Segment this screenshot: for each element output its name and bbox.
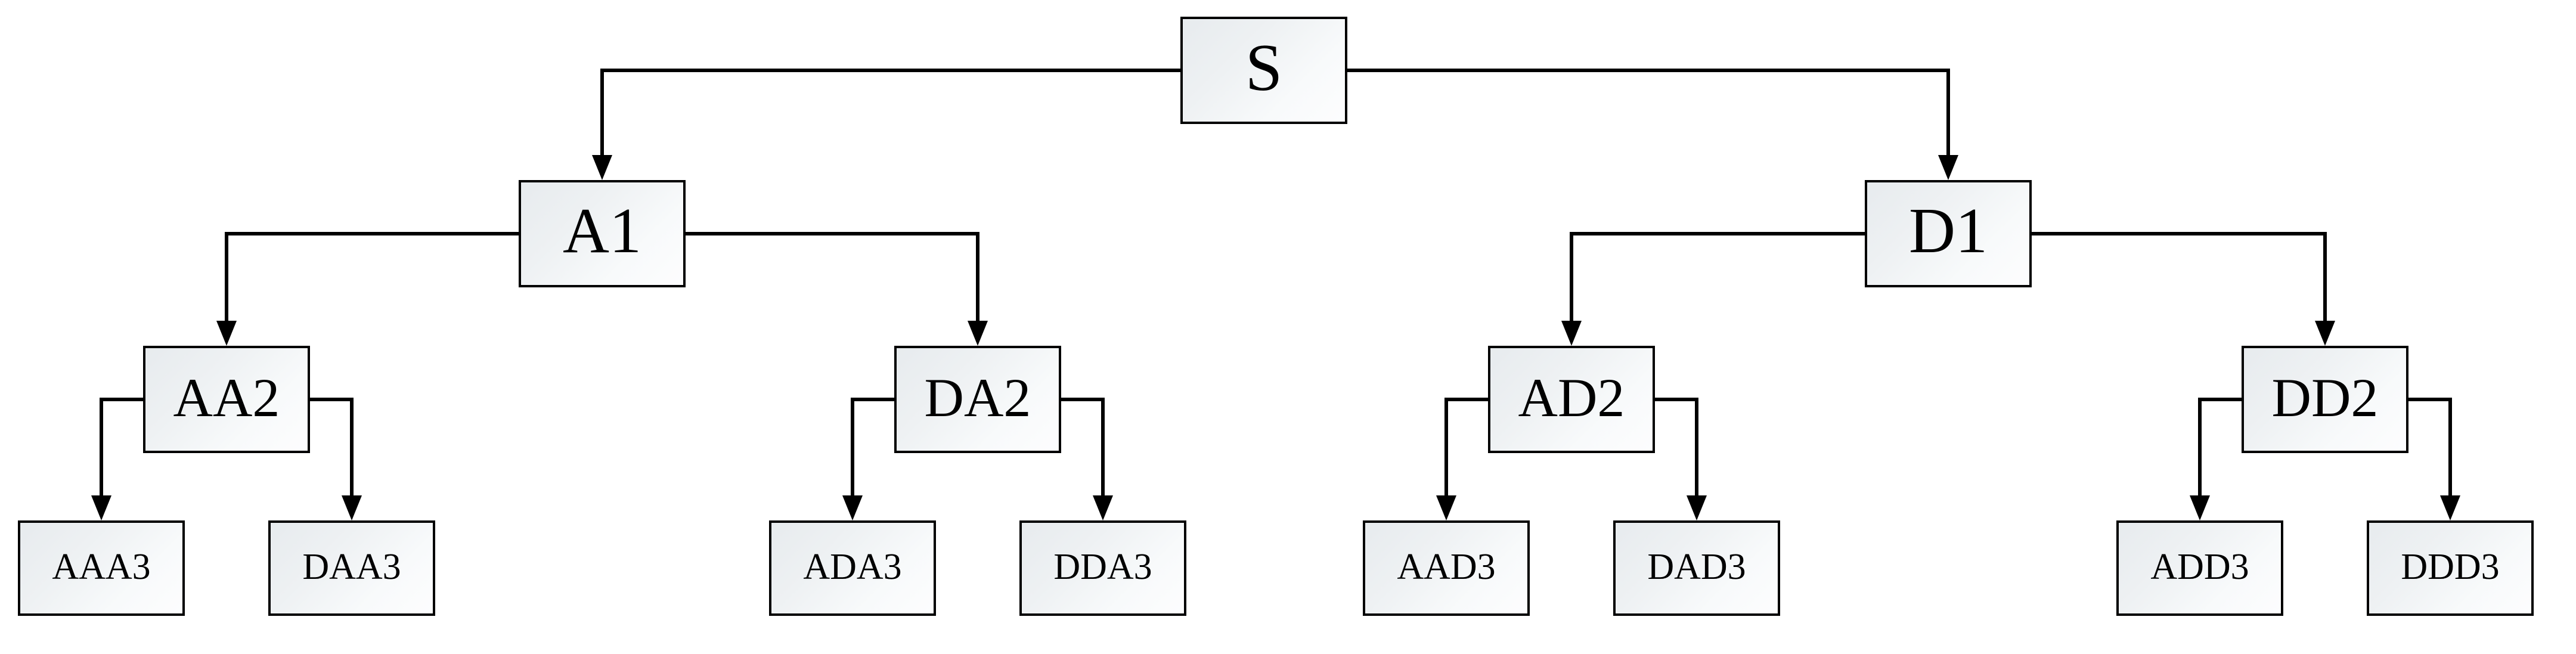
tree-node-d1[interactable]: D1 (1865, 180, 2032, 287)
tree-node-aa2[interactable]: AA2 (143, 346, 310, 453)
tree-edge-ad2-to-dad3 (1655, 398, 1707, 520)
edge-arrowhead (2190, 495, 2210, 520)
tree-node-label: ADA3 (803, 546, 902, 587)
tree-node-add3[interactable]: ADD3 (2116, 520, 2283, 616)
tree-edge-aa2-to-aaa3 (91, 398, 143, 520)
edge-arrowhead (342, 495, 362, 520)
tree-node-dd2[interactable]: DD2 (2242, 346, 2408, 453)
tree-edge-dd2-to-add3 (2190, 398, 2242, 520)
tree-edge-dd2-to-ddd3 (2408, 398, 2460, 520)
tree-node-ddd3[interactable]: DDD3 (2367, 520, 2534, 616)
tree-node-label: DD2 (2271, 367, 2379, 428)
tree-node-ad2[interactable]: AD2 (1488, 346, 1655, 453)
tree-edge-ad2-to-aad3 (1436, 398, 1488, 520)
tree-node-da2[interactable]: DA2 (894, 346, 1061, 453)
tree-edge-da2-to-dda3 (1061, 398, 1113, 520)
tree-node-a1[interactable]: A1 (519, 180, 686, 287)
edge-arrowhead (592, 155, 612, 180)
tree-node-dad3[interactable]: DAD3 (1613, 520, 1780, 616)
edge-arrowhead (1093, 495, 1113, 520)
tree-edge-aa2-to-daa3 (310, 398, 362, 520)
tree-node-label: DDD3 (2401, 546, 2500, 587)
tree-node-dda3[interactable]: DDA3 (1019, 520, 1186, 616)
tree-node-daa3[interactable]: DAA3 (268, 520, 435, 616)
tree-node-label: DDA3 (1053, 546, 1152, 587)
tree-edge-s-to-a1 (592, 69, 1180, 180)
tree-node-ada3[interactable]: ADA3 (769, 520, 936, 616)
tree-node-label: AAD3 (1397, 546, 1496, 587)
tree-node-label: DA2 (924, 367, 1031, 428)
edge-arrowhead (1938, 155, 1958, 180)
tree-node-label: AAA3 (52, 546, 151, 587)
tree-edge-a1-to-da2 (686, 232, 988, 346)
edge-arrowhead (2315, 321, 2335, 346)
tree-node-label: D1 (1909, 196, 1988, 267)
tree-edge-da2-to-ada3 (842, 398, 894, 520)
tree-node-label: AA2 (173, 367, 280, 428)
edge-arrowhead (1436, 495, 1456, 520)
edge-arrowhead (91, 495, 111, 520)
tree-node-label: A1 (563, 196, 641, 267)
tree-node-label: DAD3 (1647, 546, 1746, 587)
tree-edge-s-to-d1 (1347, 69, 1958, 180)
edge-arrowhead (1561, 321, 1582, 346)
tree-node-s[interactable]: S (1180, 17, 1347, 124)
edge-arrowhead (968, 321, 988, 346)
tree-edge-d1-to-ad2 (1561, 232, 1865, 346)
tree-edge-d1-to-dd2 (2032, 232, 2335, 346)
tree-node-label: ADD3 (2150, 546, 2249, 587)
tree-node-label: DAA3 (302, 546, 401, 587)
edge-arrowhead (2440, 495, 2460, 520)
tree-edge-a1-to-aa2 (216, 232, 519, 346)
edge-arrowhead (216, 321, 237, 346)
edge-arrowhead (842, 495, 863, 520)
tree-node-label: AD2 (1518, 367, 1625, 428)
edge-arrowhead (1687, 495, 1707, 520)
tree-node-label: S (1245, 31, 1283, 106)
tree-node-aad3[interactable]: AAD3 (1363, 520, 1530, 616)
tree-node-aaa3[interactable]: AAA3 (18, 520, 185, 616)
